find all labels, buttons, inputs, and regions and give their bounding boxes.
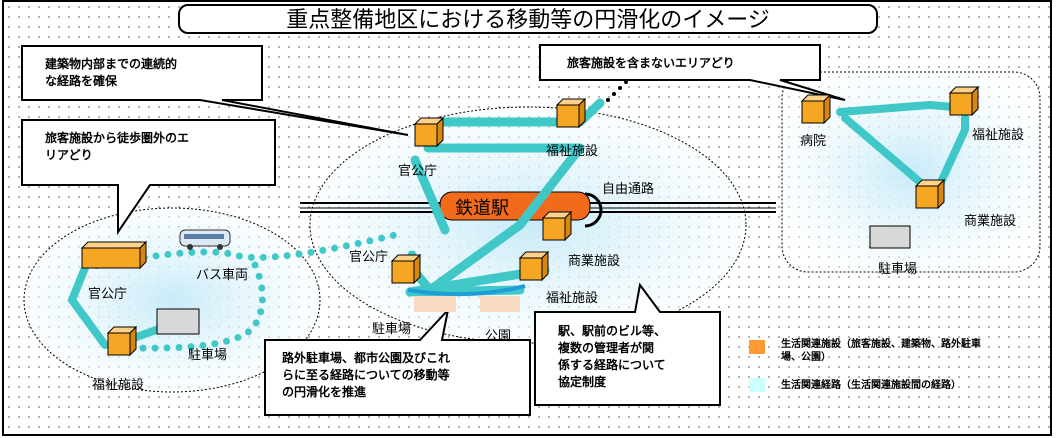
bus-icon — [179, 229, 231, 250]
label-welfare-top: 福祉施設 — [546, 144, 599, 159]
facility-hospital — [801, 94, 831, 124]
label-free-passage: 自由通路 — [602, 182, 655, 197]
dotted-route-extension — [606, 80, 628, 102]
legend-facility-text: 生活関連施設（旅客施設、建築物、路外駐車場、公園） — [781, 339, 981, 363]
facility-commercial-center — [542, 211, 572, 241]
callout-no-passenger-bubble — [539, 44, 846, 101]
legend-facility-swatch — [749, 340, 765, 354]
label-welfare-center: 福祉施設 — [546, 291, 599, 306]
callout-agreement-system: 駅、駅前のビル等、複数の管理者が関 係する経路について協定制度 — [558, 324, 667, 389]
callout-parking-bubble — [264, 306, 531, 416]
legend-route-text: 生活関連経路（生活関連施設間の経路） — [781, 380, 961, 391]
label-govt-office-left: 官公庁 — [88, 287, 128, 302]
parking-right — [869, 225, 911, 249]
facility-govt-office-left — [80, 240, 148, 270]
legend-route-swatch — [749, 378, 765, 392]
station-label: 鉄道駅 — [455, 198, 509, 219]
facility-govt-office-lower — [391, 254, 421, 284]
label-govt-office-center: 官公庁 — [398, 164, 438, 179]
central-area — [309, 106, 747, 344]
callout-parking-parks: 路外駐車場、都市公園及びこれらに至る経路についての移動等の円滑化を推進 — [282, 351, 451, 399]
callout-continuous-route: 建築物内部までの連続的な経路を確保 — [45, 57, 178, 88]
label-commercial-center: 商業施設 — [568, 254, 621, 269]
facility-welfare-right — [949, 86, 979, 116]
label-park: 公園 — [485, 329, 512, 344]
callout-continuous-route-bubble — [21, 45, 409, 136]
facility-govt-office-center — [414, 117, 444, 147]
label-parking-center: 駐車場 — [372, 322, 412, 337]
free-passage-arch — [584, 192, 603, 228]
label-commercial-right: 商業施設 — [964, 214, 1017, 229]
page-title: 重点整備地区における移動等の円滑化のイメージ — [178, 4, 878, 34]
facility-welfare-center — [519, 251, 549, 281]
callout-outside-walking-bubble — [21, 119, 276, 236]
parking-left — [156, 308, 200, 335]
blue-route — [407, 284, 526, 297]
label-parking-left: 駐車場 — [188, 348, 228, 363]
label-welfare-left: 福祉施設 — [92, 378, 145, 393]
callout-outside-walking-area: 旅客施設から徒歩圏外のエリアどり — [45, 131, 190, 162]
label-hospital: 病院 — [800, 134, 827, 149]
callout-no-passenger-area: 旅客施設を含まないエリアどり — [567, 56, 735, 70]
label-govt-office-lower: 官公庁 — [349, 250, 389, 265]
facility-welfare-left — [107, 326, 137, 356]
park — [480, 296, 520, 312]
bus-dotted-route — [81, 231, 399, 352]
label-parking-right: 駐車場 — [878, 262, 918, 277]
label-bus: バス車両 — [196, 268, 249, 283]
parking-center — [414, 296, 456, 312]
callout-agreement-bubble — [534, 282, 721, 406]
facility-welfare-top — [556, 98, 586, 128]
label-welfare-right: 福祉施設 — [972, 128, 1025, 143]
facility-commercial-right — [915, 179, 945, 209]
